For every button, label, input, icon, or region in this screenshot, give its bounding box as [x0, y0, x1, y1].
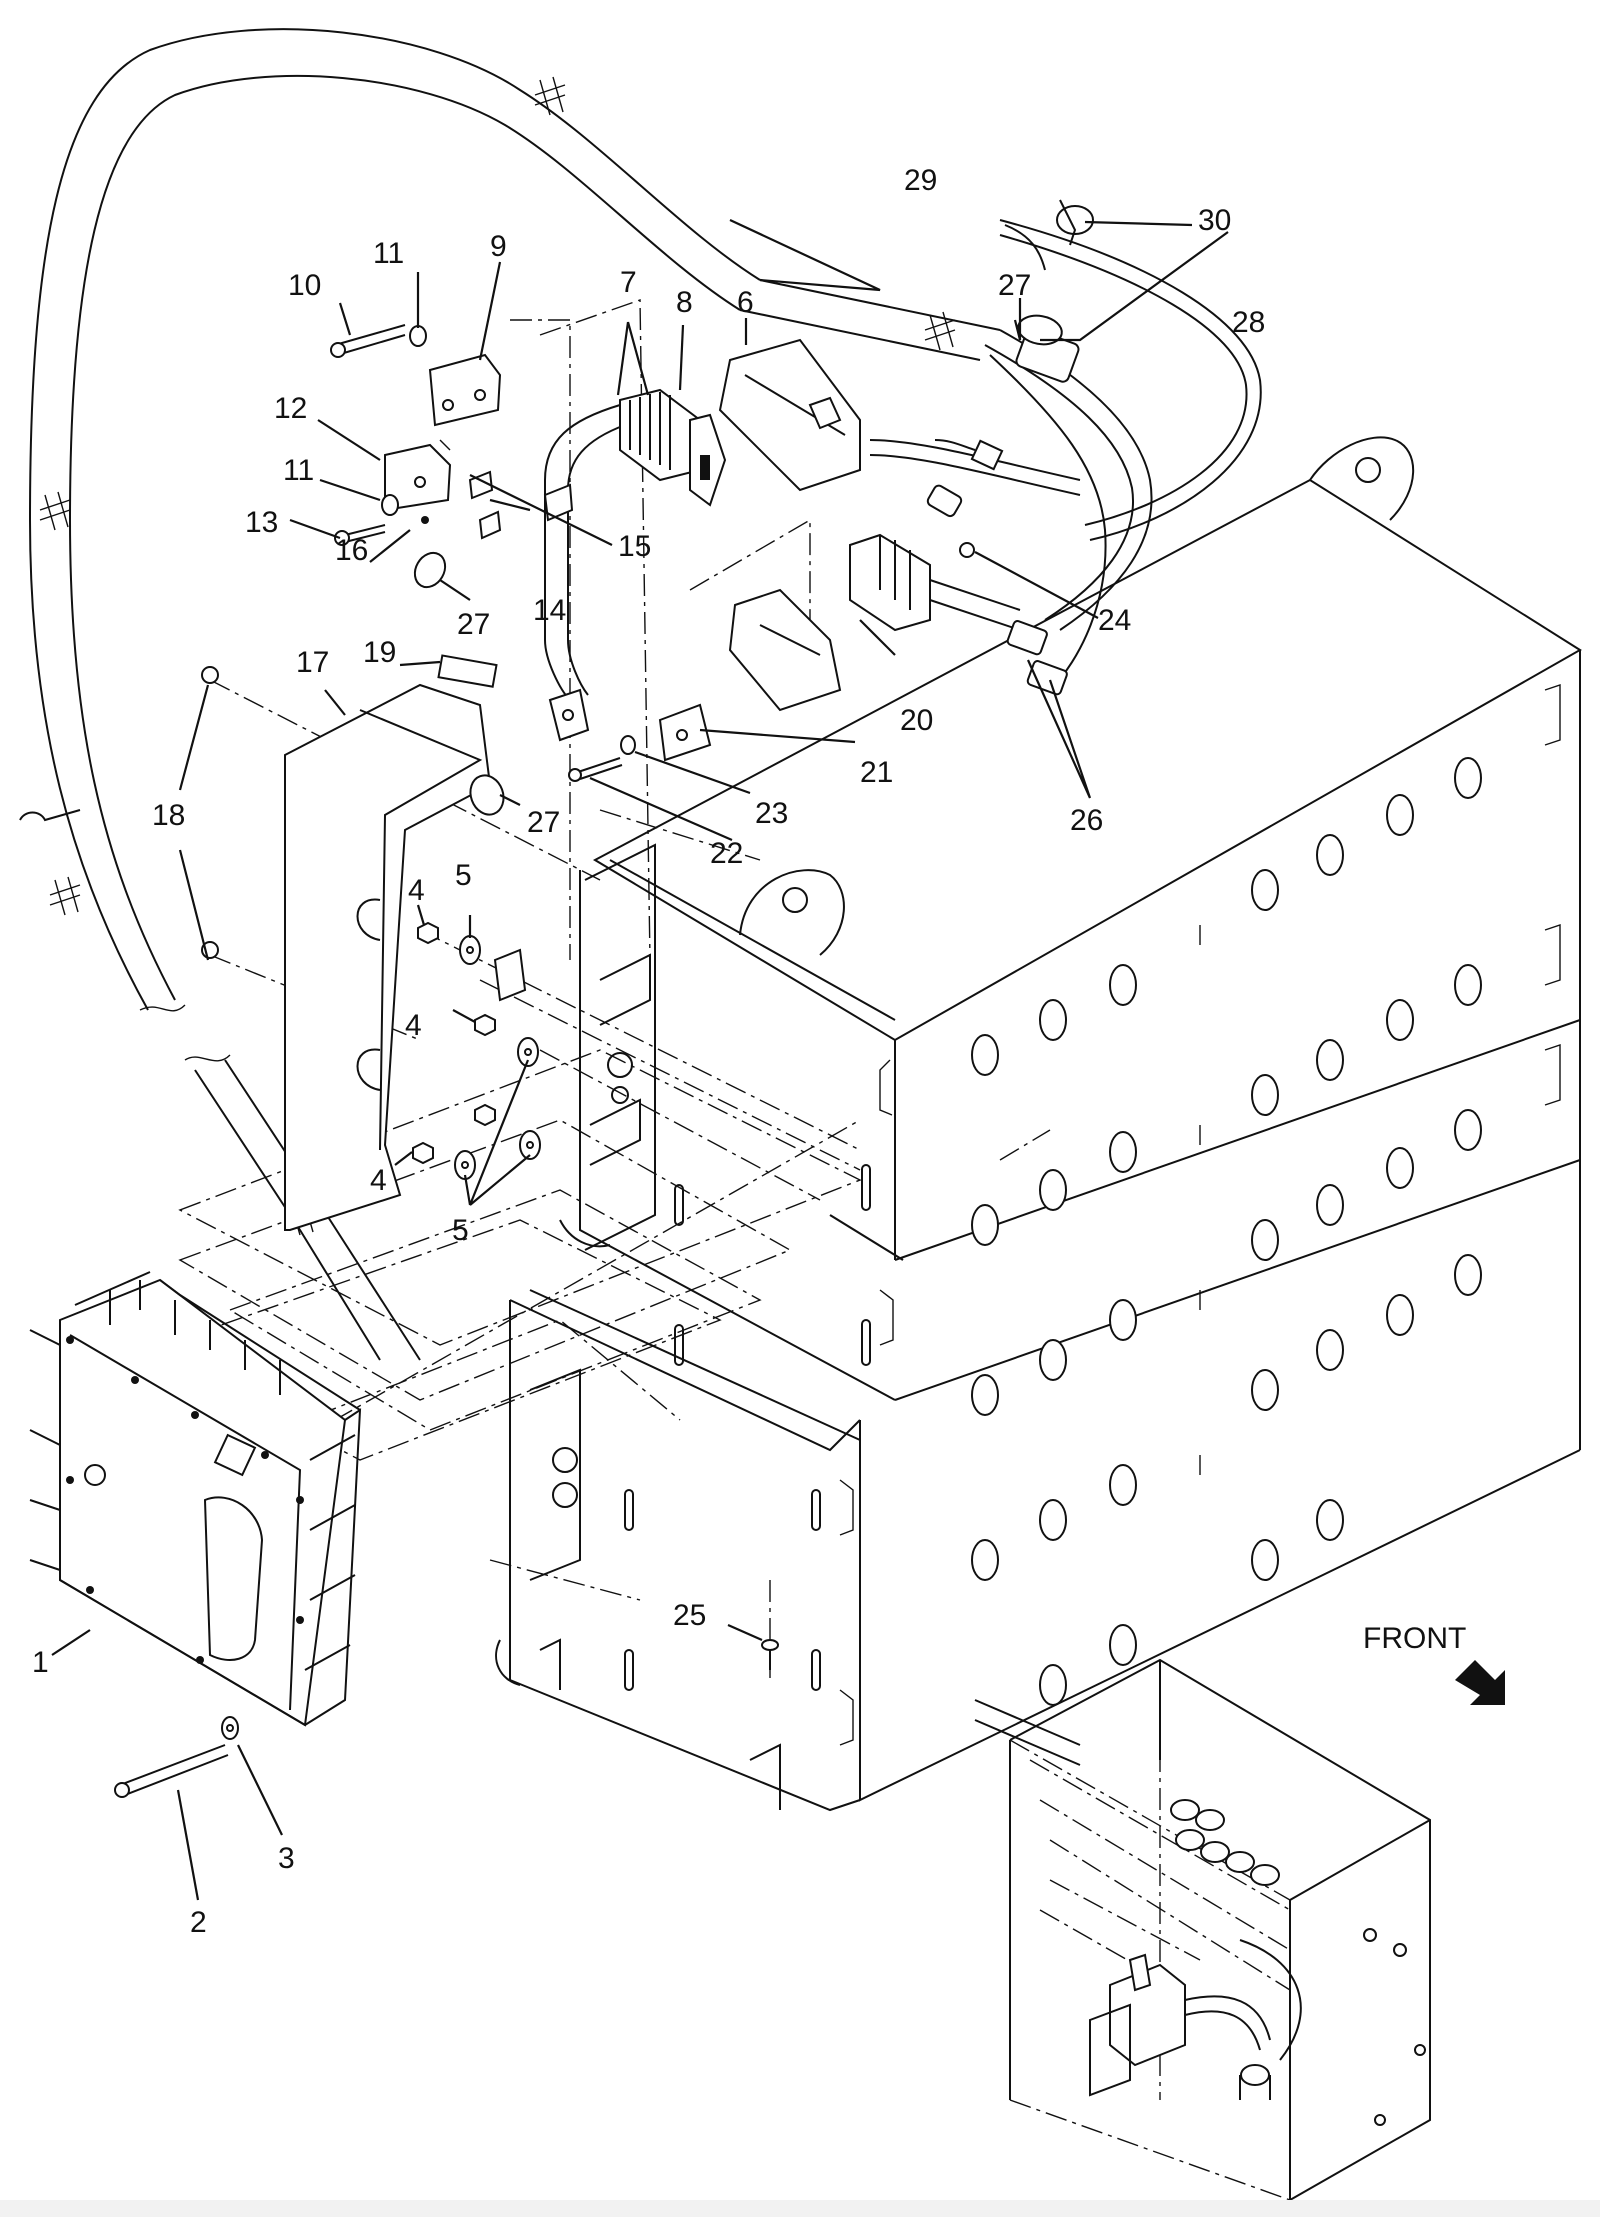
callout-22: 22	[710, 837, 743, 870]
nuts-and-washers	[412, 921, 541, 1180]
callout-29: 29	[904, 164, 937, 197]
callout-23: 23	[755, 797, 788, 830]
arrow-down-right-icon	[1455, 1660, 1505, 1705]
upper-bracket-group	[330, 324, 502, 589]
callout-9: 9	[490, 230, 507, 263]
callout-6: 6	[737, 286, 754, 319]
harness-29	[19, 28, 1001, 1361]
callout-28: 28	[1232, 306, 1265, 339]
callout-10: 10	[288, 269, 321, 302]
callout-13: 13	[245, 506, 278, 539]
connector-cable-7-8	[543, 338, 861, 742]
callout-17: 17	[296, 646, 329, 679]
callout-26: 26	[1070, 804, 1103, 837]
callout-4: 4	[370, 1164, 387, 1197]
callout-24: 24	[1098, 604, 1131, 637]
callout-11: 11	[373, 237, 404, 270]
bolt-2-and-washer-3	[114, 1716, 239, 1798]
callout-27: 27	[457, 608, 490, 641]
callout-16: 16	[335, 534, 368, 567]
front-direction-label: FRONT	[1363, 1622, 1466, 1655]
callout-2: 2	[190, 1906, 207, 1939]
callout-15: 15	[618, 530, 651, 563]
housing-vent-holes	[971, 757, 1482, 1706]
battery-tray-housing	[495, 436, 1582, 1812]
screws-18	[201, 666, 219, 959]
callout-1: 1	[32, 1646, 49, 1679]
callout-3: 3	[278, 1842, 295, 1875]
callout-14: 14	[533, 594, 566, 627]
callout-27: 27	[527, 806, 560, 839]
callout-4: 4	[405, 1009, 422, 1042]
callout-27: 27	[998, 269, 1031, 302]
controller-module-1	[29, 1271, 362, 1727]
callout-4: 4	[408, 874, 425, 907]
callout-18: 18	[152, 799, 185, 832]
callout-21: 21	[860, 756, 893, 789]
callout-5: 5	[455, 859, 472, 892]
cover-17	[284, 654, 498, 1231]
callout-11: 11	[283, 454, 314, 487]
screw-25	[761, 1639, 779, 1670]
front-inset-view	[974, 1658, 1431, 2201]
callout-20: 20	[900, 704, 933, 737]
connector-24-26	[568, 533, 1068, 782]
footer-band	[0, 2200, 1600, 2217]
grommets-27	[469, 314, 1063, 816]
callout-numbers: 1 2 3 4 4 4 5 5 6 7 8 9 10 11 11 12 13 1…	[32, 164, 1265, 1939]
callout-8: 8	[676, 286, 693, 319]
callout-12: 12	[274, 392, 307, 425]
callout-5: 5	[452, 1214, 469, 1247]
callout-19: 19	[363, 636, 396, 669]
callout-25: 25	[673, 1599, 706, 1632]
leader-lines	[51, 219, 1229, 1901]
callout-30: 30	[1198, 204, 1231, 237]
callout-7: 7	[620, 266, 637, 299]
